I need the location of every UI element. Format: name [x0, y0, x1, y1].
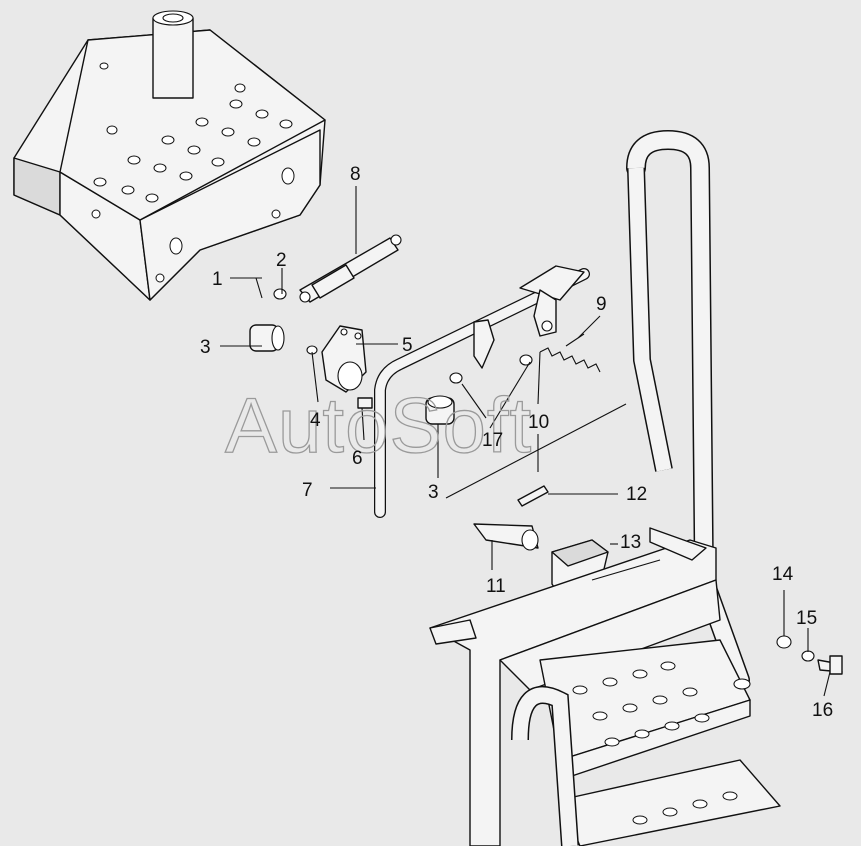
callout-3b: 3 [428, 482, 439, 503]
bolt-part-16 [817, 655, 843, 675]
callout-11: 11 [486, 576, 506, 597]
callout-14: 14 [772, 564, 794, 585]
pin-part-11 [473, 523, 539, 551]
lever-rod-part-7 [374, 265, 590, 518]
callout-9: 9 [596, 294, 607, 315]
washer-part-15 [801, 650, 815, 662]
platform-frame [13, 10, 326, 301]
pin-part-12 [517, 485, 549, 507]
callout-17: 17 [482, 430, 503, 451]
callout-2: 2 [276, 250, 287, 271]
ladder-assembly [429, 129, 781, 846]
callout-10: 10 [528, 412, 549, 433]
callout-labels: 1 2 3 4 5 6 7 8 9 10 17 3 12 11 13 14 15… [200, 164, 833, 721]
callout-1: 1 [212, 269, 223, 290]
callout-7: 7 [302, 480, 313, 501]
callout-13: 13 [620, 532, 641, 553]
washer-part-14 [776, 635, 792, 649]
bushing-part-3b [425, 395, 455, 425]
callout-16: 16 [812, 700, 833, 721]
watermark-text: AutoSoft [225, 381, 532, 469]
callout-15: 15 [796, 608, 817, 629]
callout-6: 6 [352, 448, 363, 469]
small-hardware [255, 277, 601, 472]
bracket-part-5 [321, 325, 367, 393]
callout-4: 4 [310, 410, 321, 431]
callout-3a: 3 [200, 337, 211, 358]
callout-5: 5 [402, 335, 413, 356]
leader-lines [220, 186, 831, 697]
bushing-part-3a [249, 324, 285, 352]
callout-12: 12 [626, 484, 647, 505]
callout-8: 8 [350, 164, 361, 185]
gas-spring-part-8 [299, 234, 402, 303]
